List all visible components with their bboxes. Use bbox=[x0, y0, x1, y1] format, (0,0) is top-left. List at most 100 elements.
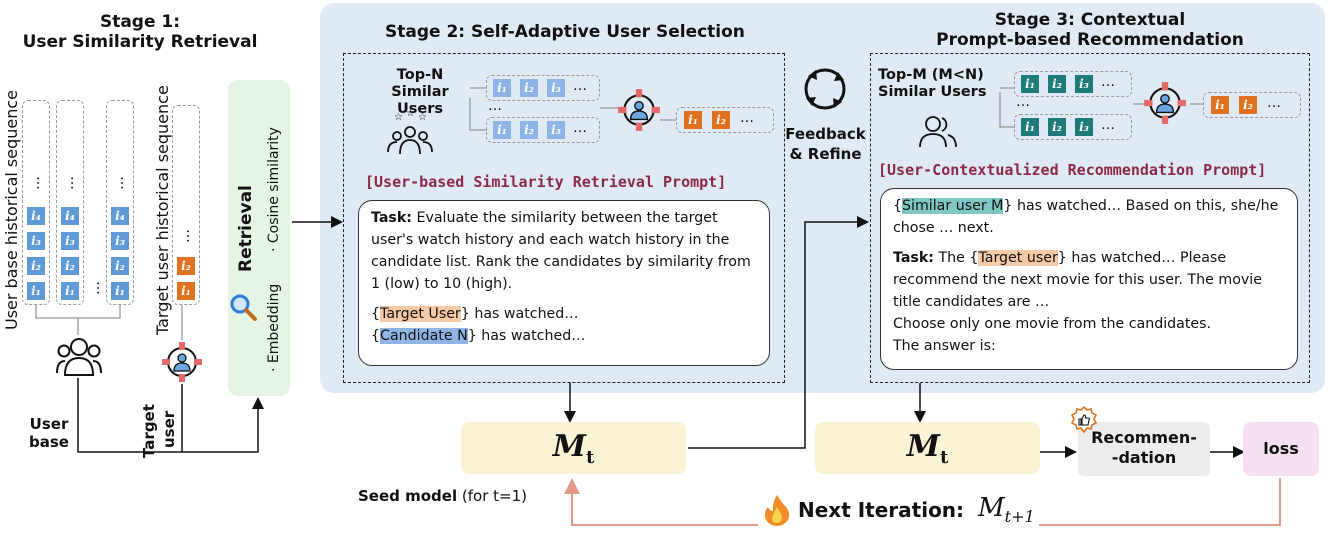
next-iteration-label: Next Iteration: bbox=[798, 498, 965, 522]
svg-text:☆: ☆ bbox=[406, 108, 415, 119]
similar-user-tag: Similar user M bbox=[902, 198, 1004, 214]
token: i₁ bbox=[177, 282, 195, 300]
stage3-title: Stage 3: Contextual Prompt-based Recomme… bbox=[930, 10, 1250, 50]
user-seq-column-2 bbox=[56, 100, 84, 305]
stage3-box bbox=[870, 53, 1310, 383]
stage2-box bbox=[343, 53, 785, 383]
token: i₁ bbox=[27, 282, 45, 300]
token: i₁ bbox=[61, 282, 79, 300]
stage1-title-line1: Stage 1: bbox=[99, 12, 181, 32]
candidate-line: {Candidate N} has watched… bbox=[371, 328, 586, 344]
similar-user-rest: has watched… Based on this, she/he chose… bbox=[893, 198, 1279, 236]
token: i₁ bbox=[1021, 75, 1039, 93]
token: i₁ bbox=[684, 111, 702, 129]
loss-box: loss bbox=[1243, 422, 1319, 476]
target-user-icon bbox=[162, 342, 202, 382]
ellipsis: … bbox=[573, 78, 587, 94]
model-label: Mt bbox=[553, 429, 595, 468]
token: i₂ bbox=[1048, 118, 1066, 136]
ellipsis: … bbox=[1267, 95, 1281, 111]
users-stars-icon: ☆ ☆ ☆ bbox=[387, 108, 433, 155]
ellipsis: … bbox=[488, 98, 502, 114]
svg-text:☆: ☆ bbox=[418, 112, 427, 123]
user-seq-column-3 bbox=[106, 100, 134, 305]
target-seq-stage2 bbox=[676, 107, 774, 133]
token: i₃ bbox=[111, 232, 129, 250]
ellipsis: … bbox=[740, 110, 754, 126]
next-model-sub: t+1 bbox=[1004, 507, 1035, 527]
user-seq-column-1 bbox=[22, 100, 50, 305]
task-rest: has watched… Please recommend the next m… bbox=[893, 250, 1262, 310]
next-iteration: Next Iteration: Mt+1 bbox=[758, 493, 1039, 527]
fire-icon bbox=[764, 495, 790, 526]
model-sub: t bbox=[939, 446, 949, 468]
seed-rest: (for t=1) bbox=[457, 487, 527, 505]
stage2-title: Stage 2: Self-Adaptive User Selection bbox=[385, 22, 745, 42]
top-n-seq-2 bbox=[486, 117, 600, 143]
token: i₂ bbox=[1048, 75, 1066, 93]
next-model-label: Mt+1 bbox=[978, 493, 1035, 526]
recommendation-line2: -dation bbox=[1111, 448, 1177, 467]
token: i₃ bbox=[27, 232, 45, 250]
users-outline-icon bbox=[919, 116, 957, 148]
model-sub: t bbox=[585, 446, 595, 468]
task-label: Task: bbox=[371, 210, 412, 226]
model-letter: M bbox=[906, 428, 940, 464]
top-n-label: Top-N Similar Users bbox=[370, 67, 470, 118]
top-m-line1: Top-M (M<N) bbox=[878, 67, 984, 83]
token: i₂ bbox=[61, 257, 79, 275]
token: i₂ bbox=[111, 257, 129, 275]
token: i₂ bbox=[520, 79, 538, 97]
user-base-group-icon bbox=[56, 338, 102, 376]
token: i₂ bbox=[27, 257, 45, 275]
top-m-line2: Similar Users bbox=[878, 84, 987, 100]
target-seq-column bbox=[172, 105, 200, 305]
token: i₁ bbox=[493, 79, 511, 97]
token: i₄ bbox=[27, 207, 45, 225]
token: i₄ bbox=[111, 207, 129, 225]
stage1-title-line2: User Similarity Retrieval bbox=[22, 32, 258, 52]
user-base-label-2: base bbox=[29, 433, 69, 451]
ellipsis: … bbox=[1101, 117, 1115, 133]
candidate-tag: Candidate N bbox=[380, 328, 468, 344]
stage1-title: Stage 1: User Similarity Retrieval bbox=[0, 12, 280, 52]
top-n-seq-1 bbox=[486, 75, 600, 101]
token: i₃ bbox=[1075, 118, 1093, 136]
stage3-task-paragraph: Task: The {Target user} has watched… Ple… bbox=[893, 250, 1262, 310]
token: i₃ bbox=[547, 121, 565, 139]
top-n-line1: Top-N bbox=[396, 67, 444, 83]
token: i₃ bbox=[61, 232, 79, 250]
retrieval-box bbox=[228, 80, 290, 396]
next-model-letter: M bbox=[978, 493, 1005, 524]
user-base-label: User base bbox=[26, 415, 72, 451]
token: i₁ bbox=[111, 282, 129, 300]
stage3-title-line2: Prompt-based Recommendation bbox=[936, 30, 1244, 50]
feedback-line2: & Refine bbox=[789, 145, 862, 163]
target-user-tag: Target User bbox=[380, 306, 461, 322]
choose-line: Choose only one movie from the candidate… bbox=[893, 316, 1212, 332]
answer-line: The answer is: bbox=[893, 338, 996, 354]
task-text: Evaluate the similarity between the targ… bbox=[371, 210, 751, 292]
token: i₂ bbox=[1239, 96, 1257, 114]
svg-text:☆: ☆ bbox=[394, 112, 403, 123]
top-n-line2: Similar Users bbox=[391, 84, 449, 117]
token: i₃ bbox=[547, 79, 565, 97]
target-user-rest: has watched… bbox=[469, 306, 579, 322]
thumbs-up-badge-icon bbox=[1070, 406, 1098, 434]
similar-user-line: {Similar user M} has watched… Based on t… bbox=[893, 198, 1279, 236]
token: i₁ bbox=[1211, 96, 1229, 114]
model-box-stage2: Mt bbox=[461, 422, 686, 474]
target-seq-stage3 bbox=[1203, 92, 1301, 118]
stage3-title-line1: Stage 3: Contextual bbox=[994, 10, 1186, 30]
recommendation-line1: Recommen- bbox=[1091, 428, 1197, 447]
recommendation-box: Recommen- -dation bbox=[1078, 422, 1210, 476]
token: i₄ bbox=[61, 207, 79, 225]
target-user-icon bbox=[1144, 82, 1186, 124]
candidate-rest: has watched… bbox=[476, 328, 586, 344]
task-pre: The bbox=[933, 250, 970, 266]
stage2-prompt-title: [User-based Similarity Retrieval Prompt] bbox=[365, 173, 727, 191]
stage3-prompt-box: {Similar user M} has watched… Based on t… bbox=[880, 188, 1298, 370]
target-user-icon bbox=[618, 89, 660, 131]
stage2-prompt-box: Task: Evaluate the similarity between th… bbox=[358, 200, 770, 366]
feedback-line1: Feedback bbox=[785, 125, 866, 143]
